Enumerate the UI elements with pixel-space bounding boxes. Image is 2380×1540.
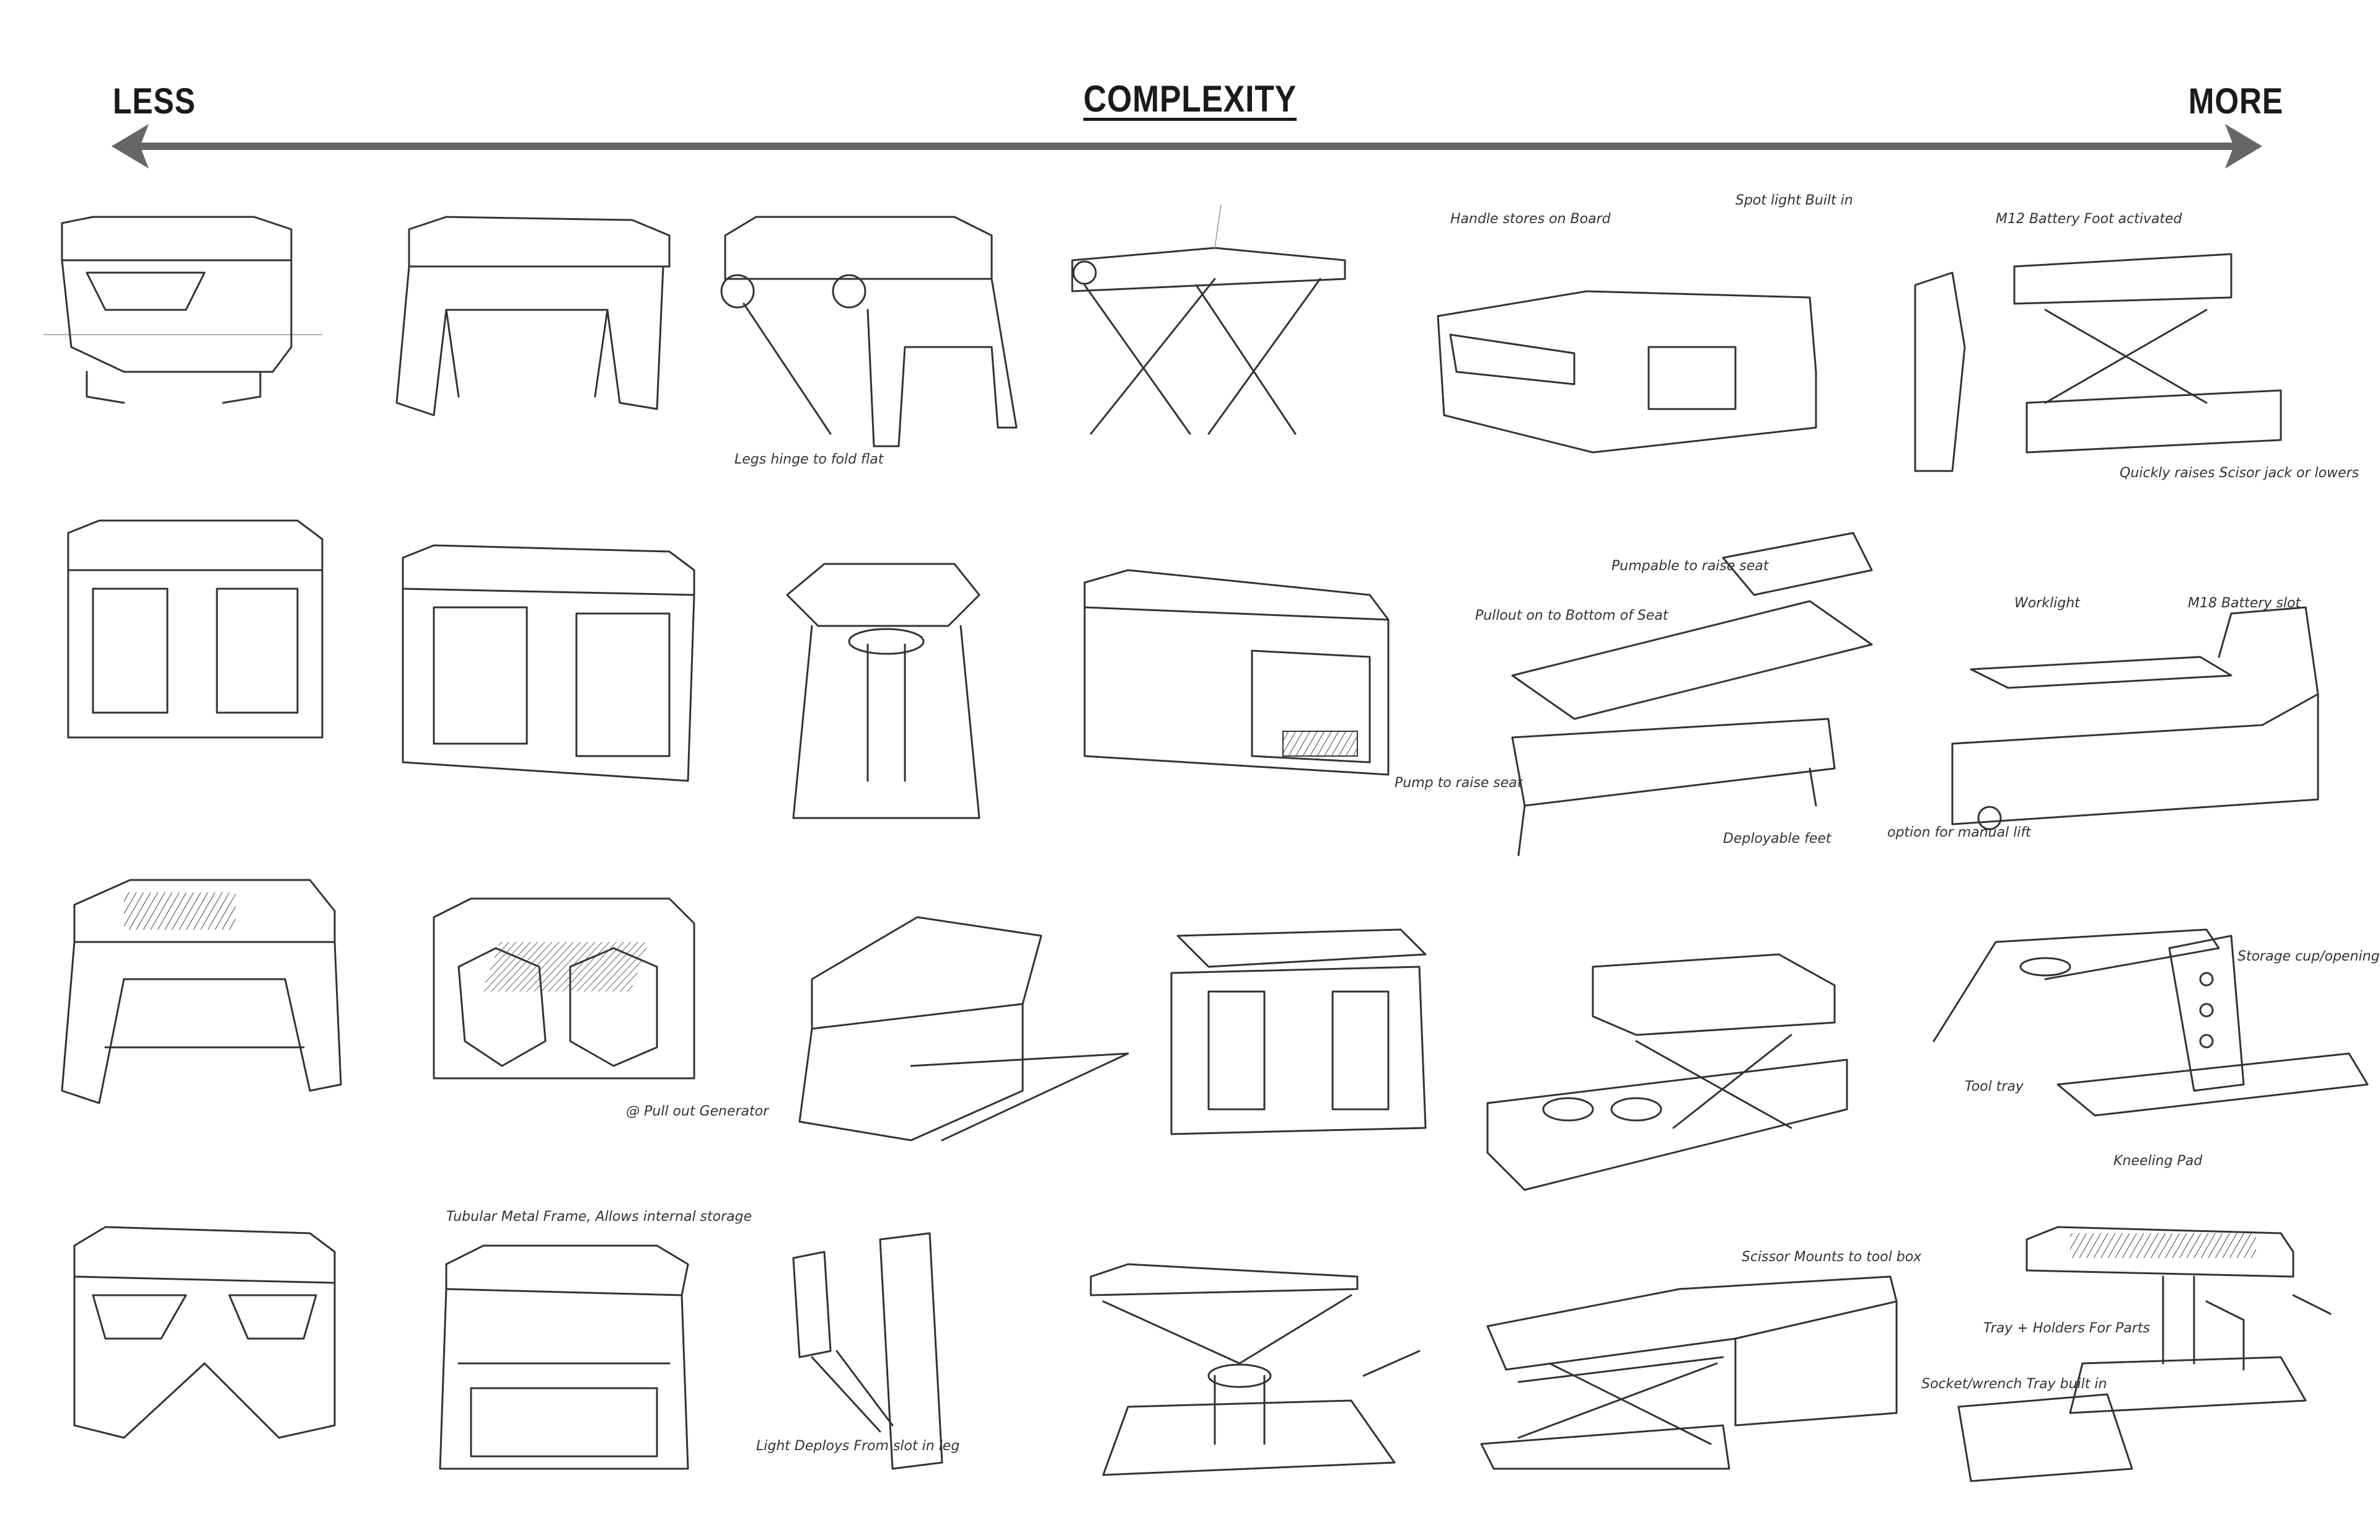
sketch-case-r1c5: Handle stores on Board Spot light Built …: [1437, 193, 1853, 454]
note-kneeling-pad: Kneeling Pad: [2113, 1153, 2203, 1169]
sketch-leg-r4c3: Light Deploys From slot in leg: [756, 1232, 959, 1470]
complexity-arrow: [112, 124, 2262, 169]
note-pullout: Pullout on to Bottom of Seat: [1475, 608, 1669, 623]
sketch-kneeler-r3c6: Storage cup/openings Tool tray Kneeling …: [1933, 928, 2380, 1169]
note-socket-wrench: Socket/wrench Tray built in: [1921, 1376, 2107, 1392]
note-tool-tray: Tool tray: [1965, 1079, 2024, 1094]
complexity-title: COMPLEXITY: [1083, 78, 1297, 120]
sketch-scissor-r3c5: [1486, 953, 1848, 1191]
sketch-cooler-r2c4: Pump to raise seat: [1083, 569, 1523, 791]
sketch-stool-r4c2: Tubular Metal Frame, Allows internal sto…: [439, 1209, 752, 1470]
sketch-stool-r3c2: @ Pull out Generator: [433, 897, 770, 1119]
sketch-stool-r2c3: [786, 563, 981, 819]
less-label: LESS: [113, 81, 196, 121]
more-label: MORE: [2188, 81, 2283, 121]
sketch-stool-r4c1: [73, 1226, 336, 1439]
sketch-lift-r1c6: M12 Battery Foot activated Quickly raise…: [1914, 211, 2359, 481]
note-legs-hinge: Legs hinge to fold flat: [734, 452, 884, 467]
note-manual-lift: option for manual lift: [1887, 825, 2032, 840]
note-scissor-jack: Quickly raises Scisor jack or lowers: [2120, 465, 2359, 481]
sketch-stool-r3c4: [1170, 928, 1427, 1135]
note-spotlight: Spot light Built in: [1735, 193, 1853, 208]
note-tray-holders: Tray + Holders For Parts: [1983, 1321, 2150, 1336]
note-light-deploys: Light Deploys From slot in leg: [756, 1438, 959, 1454]
sketch-toolbox-r4c5: Scissor Mounts to tool box: [1480, 1249, 1922, 1470]
note-pump-raise: Pump to raise seat: [1395, 775, 1523, 791]
sketch-stool-r1c4: [1071, 204, 1346, 435]
note-handle-stores: Handle stores on Board: [1450, 211, 1611, 227]
sketch-lift-r2c6: Worklight M18 Battery slot option for ma…: [1887, 596, 2319, 840]
sketch-stool-r2c2: [402, 544, 695, 782]
note-pullout-generator: @ Pull out Generator: [626, 1104, 770, 1119]
sketch-stool-r1c3: Legs hinge to fold flat: [720, 216, 1018, 467]
note-scissor-mounts: Scissor Mounts to tool box: [1742, 1249, 1922, 1265]
sketch-stool-r3c3: [482, 916, 1129, 1142]
note-storage-cups: Storage cup/openings: [2237, 949, 2380, 964]
note-deployable-feet: Deployable feet: [1723, 831, 1832, 847]
sketch-pad-r2c5: Pullout on to Bottom of Seat Pumpable to…: [1475, 532, 1873, 856]
sketch-lift-r4c6: Tray + Holders For Parts Socket/wrench T…: [1921, 1226, 2332, 1482]
sketch-stool-r2c1: [67, 519, 324, 739]
note-m12-battery: M12 Battery Foot activated: [1996, 211, 2183, 227]
note-worklight: Worklight: [2014, 596, 2081, 611]
note-tubular-metal: Tubular Metal Frame, Allows internal sto…: [446, 1209, 752, 1225]
note-pumpable: Pumpable to raise seat: [1611, 558, 1770, 574]
sketch-stool-r4c4: [1090, 1263, 1421, 1476]
sketch-stool-r3c1: [61, 879, 342, 1104]
sketch-stool-r1c1: [43, 216, 322, 404]
note-m18-slot: M18 Battery slot: [2188, 596, 2301, 611]
sketch-stool-r1c2: [395, 216, 671, 416]
